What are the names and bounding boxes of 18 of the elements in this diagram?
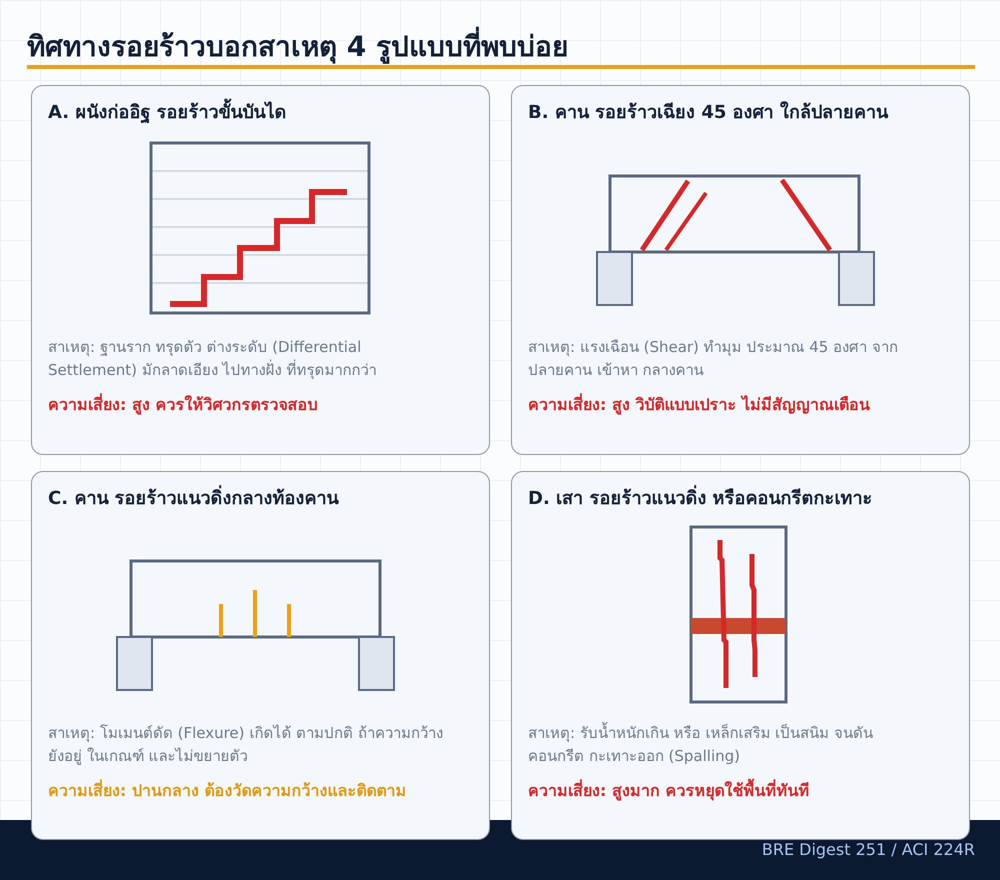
risk-text: ความเสี่ยง: สูง วิบัติแบบเปราะ ไม่มีสัญญาณเตือน xyxy=(528,393,870,417)
card-heading: D. เสา รอยร้าวแนวดิ่ง หรือคอนกรีตกะเทาะ xyxy=(528,486,873,512)
risk-text: ความเสี่ยง: สูง ควรให้วิศวกรตรวจสอบ xyxy=(48,393,318,417)
cause-text: สาเหตุ: โมเมนต์ดัด (Flexure) เกิดได้ ตามปกติ ถ้าความกว้าง ยังอยู่ ในเกณฑ์ และไม่ขยายตัว xyxy=(48,723,444,767)
risk-text: ความเสี่ยง: สูงมาก ควรหยุดใช้พื้นที่ทันที xyxy=(528,779,810,803)
cause-text: สาเหตุ: รับน้ำหนักเกิน หรือ เหล็กเสริม เป็นสนิม จนดันคอนกรีต กะเทาะออก (Spalling) xyxy=(528,722,874,767)
cause-text: สาเหตุ: แรงเฉือน (Shear) ทำมุม ประมาณ 45 องศา จากปลายคาน เข้าหา กลางคาน xyxy=(528,337,899,381)
card-heading: B. คาน รอยร้าวเฉียง 45 องศา ใกล้ปลายคาน xyxy=(528,100,888,125)
info-card xyxy=(511,471,970,840)
info-card xyxy=(31,471,490,840)
card-heading: A. ผนังก่ออิฐ รอยร้าวขั้นบันได xyxy=(48,100,287,126)
card-heading: C. คาน รอยร้าวแนวดิ่งกลางท้องคาน xyxy=(48,486,339,512)
info-card xyxy=(31,85,490,455)
risk-text: ความเสี่ยง: ปานกลาง ต้องวัดความกว้างและติดตาม xyxy=(48,779,407,802)
page-title: ทิศทางรอยร้าวบอกสาเหตุ 4 รูปแบบที่พบบ่อย xyxy=(27,27,568,67)
cause-text: สาเหตุ: ฐานราก ทรุดตัว ต่างระดับ (Differential Settlement) มักลาดเอียง ไปทางฝั่ง ที่ทรุดมากกว่า xyxy=(48,337,378,382)
reference-note: BRE Digest 251 / ACI 224R xyxy=(762,839,975,861)
info-card xyxy=(511,85,970,455)
